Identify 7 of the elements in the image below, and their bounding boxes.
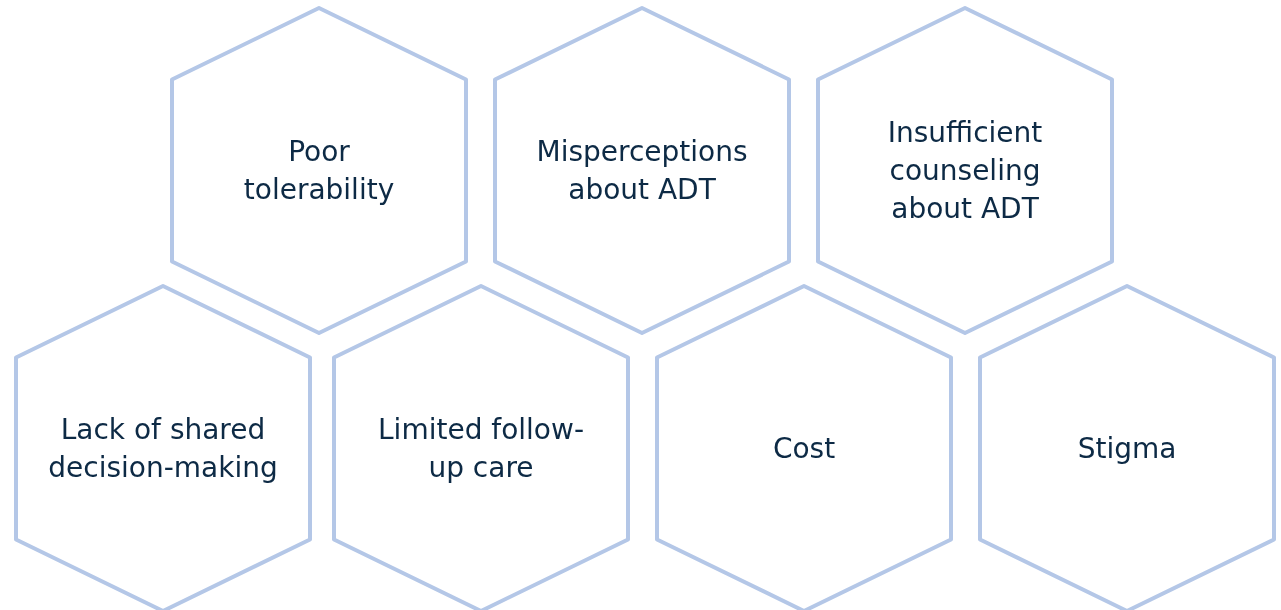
node-label: Lack of shared decision-making	[48, 411, 278, 486]
node-label: Stigma	[1076, 430, 1178, 467]
node-label: Cost	[771, 430, 837, 467]
node-label: Misperceptions about ADT	[535, 133, 749, 208]
node-label: Insufficient counseling about ADT	[886, 114, 1044, 227]
node-label: Poor tolerability	[242, 133, 396, 208]
node-label: Limited follow-up care	[377, 411, 585, 486]
